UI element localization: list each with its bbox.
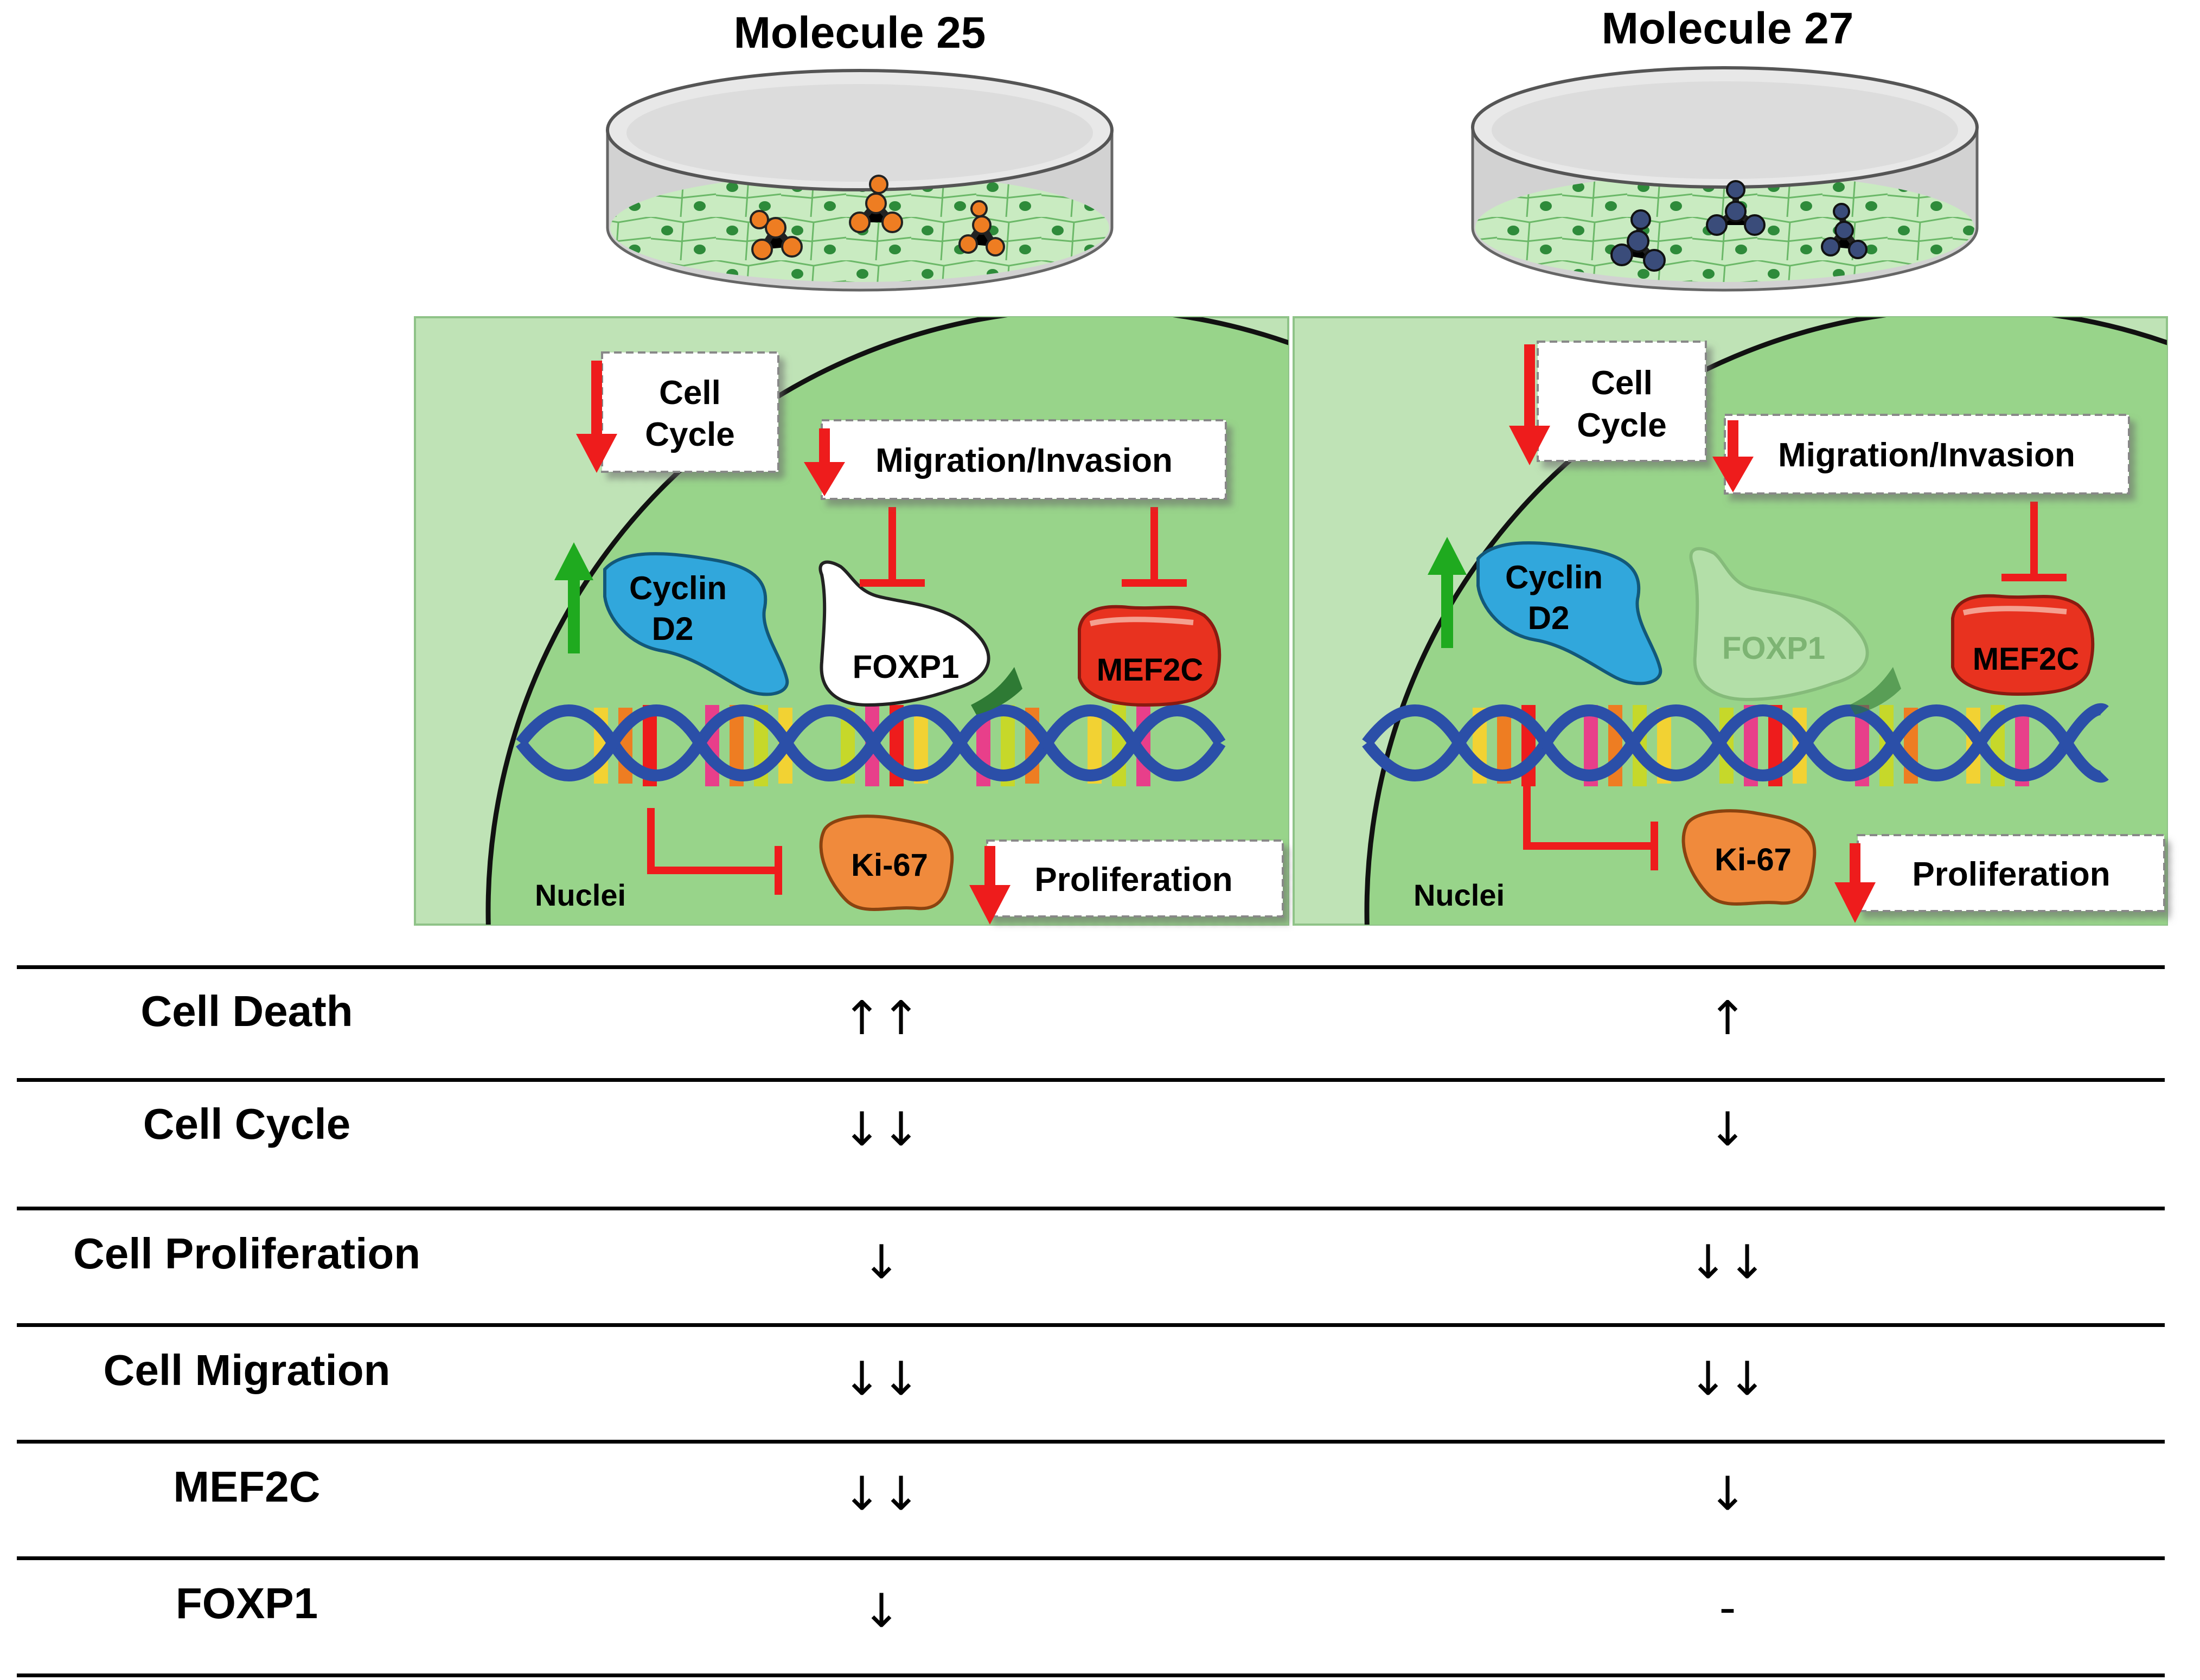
svg-text:Migration/Invasion: Migration/Invasion	[875, 442, 1173, 479]
cell-cycle-box: Cell Cycle	[601, 351, 779, 473]
table-rule	[17, 1078, 2165, 1082]
molecule-25-value: ↓	[861, 1235, 901, 1290]
row-label: FOXP1	[175, 1579, 318, 1627]
inhibit-ki67-symbol	[647, 808, 782, 895]
svg-text:Cycle: Cycle	[645, 416, 734, 453]
down-arrow-cell-cycle	[576, 361, 617, 473]
nuclei-label: Nuclei	[1414, 878, 1505, 912]
svg-text:Ki-67: Ki-67	[1715, 842, 1792, 877]
molecule-25-title: Molecule 25	[734, 8, 986, 57]
svg-text:Cycle: Cycle	[1577, 407, 1666, 444]
table-rule	[17, 1673, 2165, 1677]
column-molecule-27: Molecule 27	[1293, 4, 2168, 926]
molecule-25-particles	[750, 175, 1005, 260]
row-label: Cell Proliferation	[73, 1229, 421, 1278]
down-arrow-proliferation	[969, 846, 1011, 925]
migration-invasion-box: Migration/Invasion	[821, 419, 1227, 500]
molecule-27-value: ↑	[1707, 991, 1748, 1046]
svg-text:Proliferation: Proliferation	[1034, 861, 1232, 899]
up-arrow-cyclin	[554, 542, 593, 653]
svg-text:Cyclin: Cyclin	[629, 570, 727, 606]
row-label: Cell Death	[140, 987, 353, 1035]
molecule-27-value: ↓↓	[1688, 1235, 1767, 1290]
down-arrow-cell-cycle	[1509, 344, 1550, 465]
ki67-protein: Ki-67	[1681, 809, 1817, 906]
dna-helix	[1362, 703, 2109, 786]
svg-text:MEF2C: MEF2C	[1097, 652, 1204, 688]
svg-text:Cell: Cell	[1591, 364, 1653, 402]
svg-text:D2: D2	[1528, 600, 1570, 636]
column-molecule-25: Molecule 25	[414, 8, 1289, 926]
svg-text:FOXP1: FOXP1	[853, 649, 960, 685]
molecule-27-value: ↓	[1707, 1467, 1748, 1521]
molecule-25-value: ↑↑	[842, 991, 921, 1046]
molecule-25-value: ↓↓	[842, 1102, 921, 1157]
dna-helix	[516, 704, 1226, 786]
cyclin-d2-protein: Cyclin D2	[603, 552, 789, 696]
mechanism-panel-molecule-25: Cyclin D2 FOXP1 MEF2C Ki-67	[414, 316, 1289, 926]
down-arrow-migration	[1712, 420, 1754, 492]
petri-dish-molecule-27	[1471, 66, 1979, 292]
svg-text:Cell: Cell	[659, 374, 721, 412]
table-rule	[17, 1556, 2165, 1560]
inhibit-foxp1-symbol	[860, 507, 925, 587]
foxp1-protein: FOXP1	[818, 560, 990, 707]
table-rule	[17, 1207, 2165, 1210]
ki67-protein: Ki-67	[819, 815, 954, 911]
inhibit-mef2c-symbol	[1122, 507, 1187, 587]
mechanism-panel-molecule-27: Cyclin D2 FOXP1 MEF2C Ki-67	[1293, 316, 2168, 926]
molecule-27-particles	[1610, 180, 1868, 272]
migration-invasion-box: Migration/Invasion	[1724, 414, 2130, 495]
svg-text:Proliferation: Proliferation	[1912, 856, 2110, 893]
inhibit-mef2c-symbol	[2001, 502, 2067, 581]
down-arrow-migration	[804, 428, 845, 496]
table-rule	[17, 1323, 2165, 1327]
proliferation-box: Proliferation	[1857, 834, 2165, 912]
down-arrow-proliferation	[1834, 843, 1876, 923]
svg-text:FOXP1: FOXP1	[1722, 631, 1825, 666]
row-label: Cell Cycle	[143, 1100, 351, 1148]
molecule-25-value: ↓↓	[842, 1467, 921, 1521]
up-arrow-cyclin	[1428, 537, 1467, 648]
proliferation-box: Proliferation	[986, 839, 1284, 918]
cell-cycle-box: Cell Cycle	[1537, 341, 1707, 462]
inhibit-ki67-symbol	[1523, 786, 1658, 870]
cyclin-d2-protein: Cyclin D2	[1476, 541, 1662, 685]
svg-text:Migration/Invasion: Migration/Invasion	[1778, 437, 2075, 474]
petri-dish-molecule-25	[606, 69, 1114, 292]
svg-text:MEF2C: MEF2C	[1973, 642, 2080, 677]
molecule-25-value: ↓↓	[842, 1352, 921, 1406]
svg-text:D2: D2	[652, 611, 694, 647]
molecule-27-title: Molecule 27	[1602, 4, 1854, 53]
nuclei-label: Nuclei	[535, 878, 626, 912]
row-label: MEF2C	[173, 1463, 321, 1511]
svg-text:Cyclin: Cyclin	[1505, 559, 1603, 595]
table-rule	[17, 1440, 2165, 1444]
mef2c-protein: MEF2C	[1078, 605, 1221, 707]
molecule-27-value: ↓	[1707, 1102, 1748, 1157]
svg-text:Ki-67: Ki-67	[851, 848, 928, 883]
molecule-25-value: ↓	[861, 1584, 901, 1638]
foxp1-protein: FOXP1	[1689, 547, 1869, 702]
molecule-27-value: ↓↓	[1688, 1352, 1767, 1406]
row-label: Cell Migration	[103, 1346, 391, 1394]
molecule-27-value: -	[1719, 1581, 1736, 1635]
mef2c-protein: MEF2C	[1951, 594, 2095, 696]
table-rule	[17, 965, 2165, 969]
